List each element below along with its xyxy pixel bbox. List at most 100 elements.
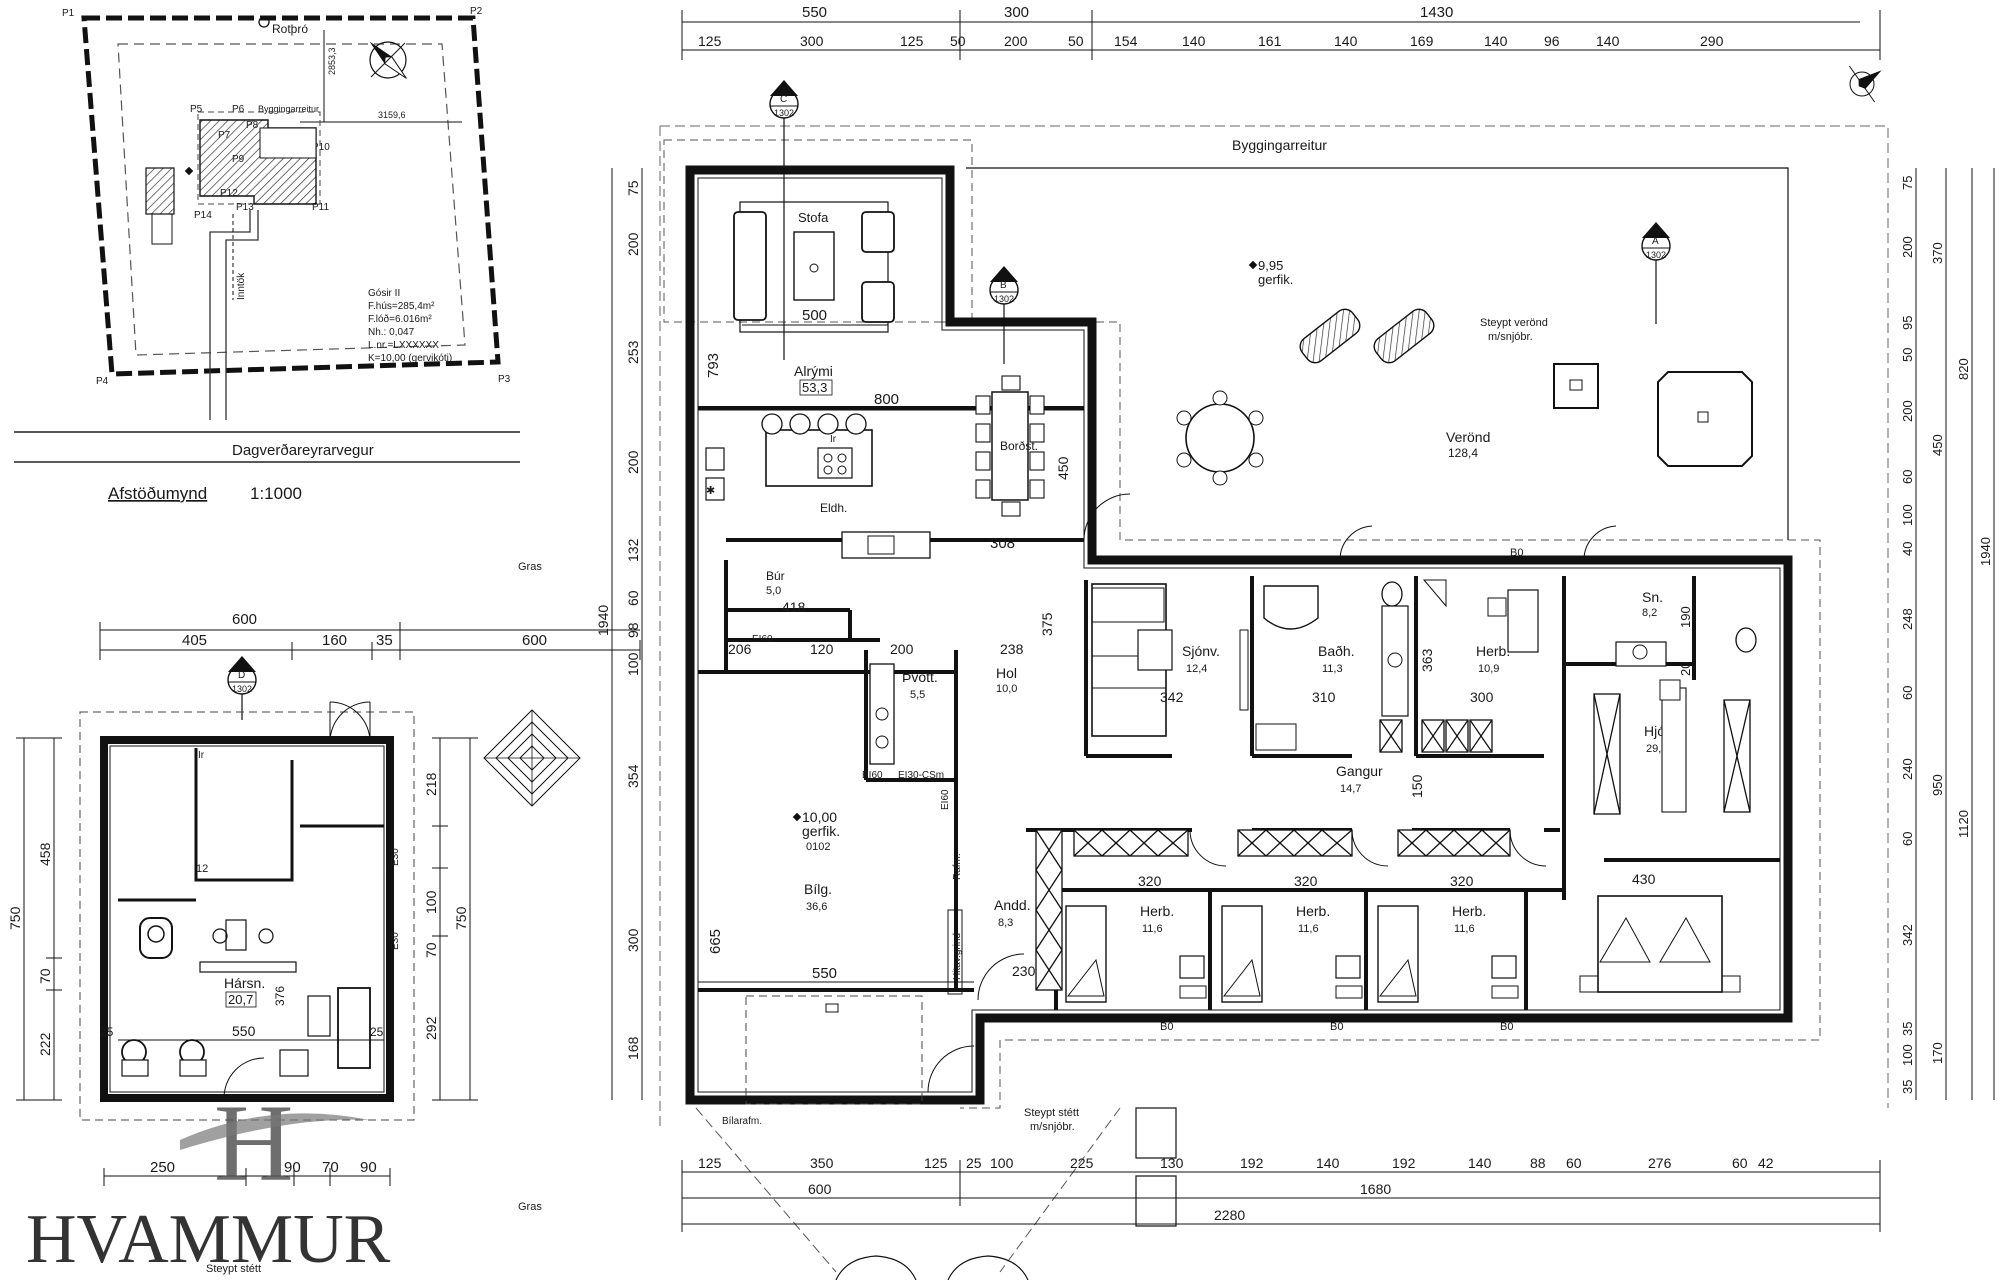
- house-dim-left: 168: [625, 1036, 641, 1060]
- house-dim: 125: [698, 1155, 722, 1171]
- house-dim: 140: [1484, 33, 1508, 49]
- building-area-label: Byggingarreitur: [258, 104, 319, 114]
- annex-dim-left: 70: [37, 968, 53, 984]
- house-dim: 50: [1068, 33, 1084, 49]
- site-info-line: F.hús=285,4m²: [368, 301, 435, 312]
- annex-dim-inner: 12: [196, 863, 208, 875]
- room-area-verond: 128,4: [1448, 446, 1478, 460]
- house-dim-right: 35: [1900, 1080, 1915, 1094]
- house-dim-left: 253: [625, 340, 641, 364]
- house-dim: 125: [698, 33, 722, 49]
- room-area-gangur: 14,7: [1340, 783, 1361, 795]
- house-dim: 1680: [1360, 1181, 1391, 1197]
- sofa-icon: [337, 987, 371, 1069]
- logo-monogram: H: [214, 1082, 293, 1204]
- house-dim: 130: [1160, 1155, 1184, 1171]
- annex-dim-inner: 25: [100, 1025, 114, 1039]
- annex-dim-inner: 376: [273, 986, 287, 1006]
- vanity-icon: [1381, 605, 1409, 717]
- fire-label: EI60: [752, 634, 773, 645]
- house-dim: 238: [1000, 641, 1024, 657]
- fridge-icon: [705, 447, 725, 471]
- house-dim-right: 200: [1900, 236, 1915, 258]
- annex-dim-right: 70: [423, 942, 439, 958]
- house-dim-right: 40: [1900, 542, 1915, 556]
- room-name-bilg: Bílg.: [804, 881, 832, 897]
- room-name-herb: Herb.: [1140, 903, 1174, 919]
- north-arrow-icon: [1848, 65, 1882, 103]
- house-dim: 190: [1678, 606, 1693, 628]
- house-dim: 300: [800, 33, 824, 49]
- house-dim-left: 200: [625, 232, 641, 256]
- house-dim-right: 1940: [1978, 537, 1993, 566]
- annex-dim-inner: Ir: [198, 750, 205, 761]
- house-dim: 96: [1544, 33, 1560, 49]
- level-label: gerfik.: [1258, 272, 1293, 287]
- site-dim: 2853,3: [327, 47, 337, 75]
- septic-label: Rotþró: [272, 22, 308, 36]
- annex-dim-right: 750: [453, 906, 469, 930]
- house-dim-right: 100: [1900, 504, 1915, 526]
- room-name-gangur: Gangur: [1336, 763, 1383, 779]
- house-dim-right: 240: [1900, 758, 1915, 780]
- house-dim: 342: [1160, 689, 1184, 705]
- section-letter: A: [1652, 236, 1659, 247]
- house-dim: 42: [1758, 1155, 1774, 1171]
- house-dim: 363: [1419, 648, 1435, 672]
- house-dim-top: 300: [1004, 4, 1029, 21]
- room-name-andd: Andd.: [994, 897, 1031, 913]
- house-dim: 200: [1004, 33, 1028, 49]
- room-area-bilg: 36,6: [806, 901, 827, 913]
- misc-label: Ir: [830, 434, 837, 445]
- hvammur-logo: H HVAMMUR: [26, 1082, 391, 1278]
- annex-dim-bottom: 250: [150, 1159, 175, 1176]
- level-value: 10,00: [802, 809, 837, 825]
- house-dim-left: 1940: [595, 605, 611, 636]
- room-name-bordst: Borðst.: [1000, 439, 1038, 453]
- house-dim-right: 95: [1900, 316, 1915, 330]
- point-label: P1: [62, 8, 75, 19]
- terrace-note: m/snjóbr.: [1488, 331, 1533, 343]
- annex-dim-right: 218: [423, 772, 439, 796]
- annex-dim-right: 292: [423, 1016, 439, 1040]
- room-name-stofa: Stofa: [798, 210, 829, 225]
- house-dim: 665: [707, 929, 724, 954]
- house-dim-left: 98: [625, 622, 641, 638]
- annex-plan: 600 405 160 35 600 D 1302: [7, 611, 641, 1275]
- house-dim-right: 50: [1900, 348, 1915, 362]
- fire-rating-label: E30: [390, 932, 401, 950]
- misc-label: Hitav.grind: [952, 933, 963, 980]
- annex-dim-inner: 550: [232, 1023, 256, 1039]
- house-dim-right: 820: [1956, 358, 1971, 380]
- chair-icon: [1179, 955, 1205, 979]
- house-dim-right: 1120: [1956, 810, 1971, 838]
- house-dim: 308: [990, 535, 1015, 552]
- house-dim: 125: [900, 33, 924, 49]
- house-dim: 225: [1070, 1155, 1094, 1171]
- annex-dim-top: 160: [322, 632, 347, 649]
- house-dim: 140: [1334, 33, 1358, 49]
- room-area-andd: 8,3: [998, 917, 1013, 929]
- house-dim-right: 60: [1900, 686, 1915, 700]
- vanity-icon: [1615, 641, 1667, 667]
- house-dim: 20: [1678, 662, 1693, 676]
- point-label: P5: [190, 104, 203, 115]
- house-dim: 310: [1312, 689, 1336, 705]
- annex-room-area: 20,7: [228, 992, 253, 1007]
- house-dim: 800: [874, 391, 899, 408]
- lot-inner-line: [117, 43, 466, 356]
- house-dim: 276: [1648, 1155, 1672, 1171]
- house-dim: 60: [1566, 1155, 1582, 1171]
- house-dim: 350: [810, 1155, 834, 1171]
- misc-label: Rafm.: [952, 853, 963, 880]
- chair-icon: [1335, 955, 1361, 979]
- room-name-sn: Sn.: [1642, 589, 1663, 605]
- site-info-line: F.lóð=6.016m²: [368, 313, 432, 325]
- room-name-sjonv: Sjónv.: [1182, 643, 1220, 659]
- room-area-badh: 11,3: [1322, 663, 1343, 675]
- table-icon: [225, 919, 247, 951]
- house-dim: 154: [1114, 33, 1138, 49]
- annex-dim-bottom: 90: [284, 1159, 301, 1176]
- laundry-counter: [869, 663, 895, 765]
- point-label: P10: [312, 142, 330, 153]
